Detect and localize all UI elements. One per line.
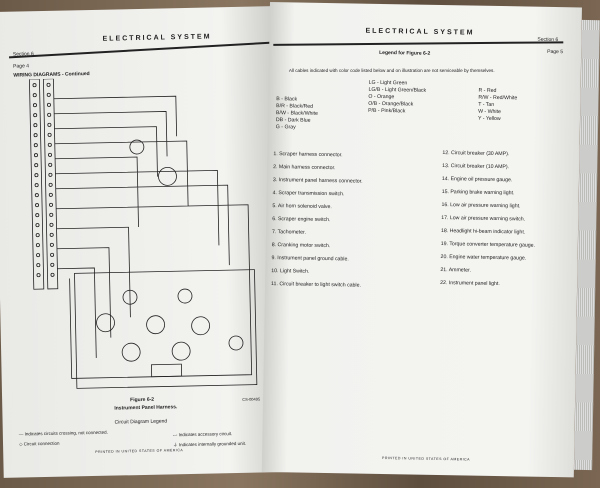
header-rule xyxy=(8,41,277,58)
connector-pin xyxy=(47,122,52,127)
connector-pin xyxy=(48,152,53,157)
connector-pin xyxy=(33,133,38,138)
connector-pin xyxy=(33,123,38,128)
connector-pin xyxy=(35,203,40,208)
section-label: Section 6 xyxy=(537,36,559,44)
connector-pin xyxy=(34,173,39,178)
color-code: Y - Yellow xyxy=(477,115,501,123)
legend-text: Indicates circuits crossing, not connect… xyxy=(24,429,108,437)
page-header: ELECTRICAL SYSTEM xyxy=(365,27,475,37)
connector-pin xyxy=(35,233,40,238)
legend-item-accessory: --- Indicates accessory circuit. xyxy=(172,431,233,438)
left-page: ELECTRICAL SYSTEM Section 6 Page 4 WIRIN… xyxy=(0,6,288,478)
connector-pin xyxy=(47,112,52,117)
legend-title: Circuit Diagram Legend xyxy=(114,418,168,426)
connector-pin xyxy=(34,193,39,198)
right-page: ELECTRICAL SYSTEM Section 6 Page 5 Legen… xyxy=(261,2,582,478)
connector-pin xyxy=(48,192,53,197)
section-label: Section 6 xyxy=(12,51,34,58)
connector-pin xyxy=(33,143,38,148)
connector-pin xyxy=(47,142,52,147)
connector-pin xyxy=(50,252,55,257)
header-rule xyxy=(273,41,564,46)
legend-item-ground: ⏚ Indicates internally grounded unit. xyxy=(173,440,247,448)
connector-pin xyxy=(35,223,40,228)
legend-title: Legend for Figure 6-2 xyxy=(379,49,431,57)
connector-pin xyxy=(49,242,54,247)
connector-pin xyxy=(50,262,55,267)
legend-text: Indicates accessory circuit. xyxy=(178,431,233,438)
page-number: Page 4 xyxy=(13,63,30,70)
connector-pin xyxy=(46,82,51,87)
connector-pin xyxy=(32,83,37,88)
legend-text: Circuit connection xyxy=(23,440,60,447)
legend-text: Indicates internally grounded unit. xyxy=(178,440,247,448)
connector-pin xyxy=(36,273,41,278)
connector-pin xyxy=(47,132,52,137)
page-footer: PRINTED IN UNITED STATES OF AMERICA xyxy=(95,448,184,454)
legend-items-right: 12. Circuit breaker (30 AMP).13. Circuit… xyxy=(440,147,537,292)
connector-pin xyxy=(32,93,37,98)
connector-pin xyxy=(50,272,55,277)
wiring-diagram xyxy=(29,78,258,389)
legend-item-connection: ◇ Circuit connection xyxy=(19,440,60,447)
connector-pin xyxy=(49,232,54,237)
connector-pin xyxy=(48,172,53,177)
connector-pin xyxy=(49,222,54,227)
connector-pin xyxy=(49,202,54,207)
connector-pin xyxy=(48,182,53,187)
connector-pin xyxy=(48,162,53,167)
connector-pin xyxy=(46,92,51,97)
color-code: P/B - Pink/Black xyxy=(368,107,406,115)
page-number: Page 5 xyxy=(547,48,564,56)
connector-pin xyxy=(34,183,39,188)
legend-item: 22. Instrument panel light. xyxy=(440,280,500,288)
connector-pin xyxy=(36,263,41,268)
legend-note: All cables indicated with color code lis… xyxy=(288,68,495,74)
connector-pin xyxy=(35,243,40,248)
figure-code: CS-00495 xyxy=(242,396,261,402)
connector-pin xyxy=(46,102,51,107)
legend-items-left: 1. Scraper harness connector.2. Main har… xyxy=(271,148,363,293)
connector-pin xyxy=(32,103,37,108)
connector-pin xyxy=(34,153,39,158)
connector-pin xyxy=(33,113,38,118)
page-header: ELECTRICAL SYSTEM xyxy=(102,33,212,43)
legend-item: 11. Circuit breaker to light switch cabl… xyxy=(271,281,361,289)
page-footer: PRINTED IN UNITED STATES OF AMERICA xyxy=(382,456,471,462)
connector-pin xyxy=(34,163,39,168)
color-code: G - Gray xyxy=(275,124,296,131)
figure-caption: Instrument Panel Harness. xyxy=(114,404,178,412)
connector-pin xyxy=(36,253,41,258)
connector-pin xyxy=(35,213,40,218)
legend-item-crossing: — Indicates circuits crossing, not conne… xyxy=(18,429,108,437)
figure-number: Figure 6-2 xyxy=(130,396,155,404)
connector-pin xyxy=(49,212,54,217)
